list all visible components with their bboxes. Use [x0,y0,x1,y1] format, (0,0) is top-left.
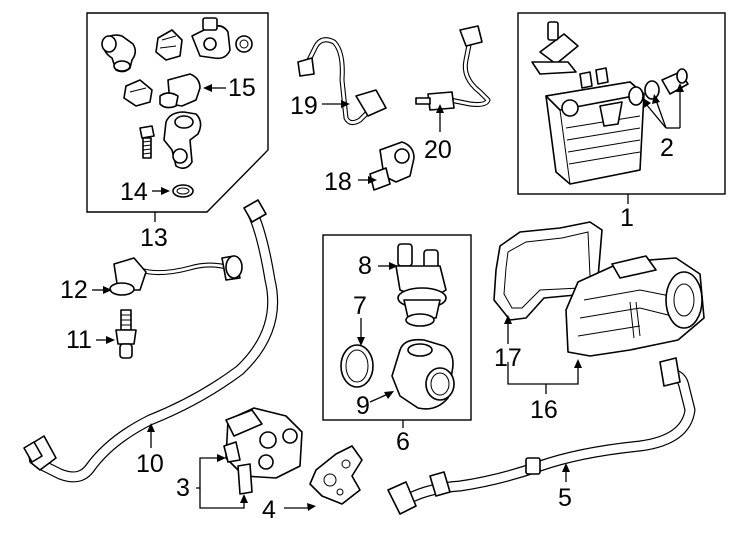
callout-1: 1 [620,204,634,232]
callout-8: 8 [358,252,372,280]
callout-9: 9 [356,392,370,420]
callout-12: 12 [60,276,88,304]
callout-18: 18 [324,168,352,196]
group-1-frame [517,12,726,195]
vapor-canister [531,21,689,185]
callout-7: 7 [353,292,367,320]
callout-17: 17 [494,344,522,372]
callout-6: 6 [396,428,410,456]
sensor-18 [369,141,415,191]
callout-4: 4 [262,496,276,524]
hose-10 [23,199,279,483]
sensor-19 [297,37,387,126]
group-6-frame [322,234,472,421]
callout-16: 16 [530,396,558,424]
callout-3: 3 [176,474,190,502]
gasket-4 [309,445,363,505]
thermostat-parts [340,243,455,410]
hose-12 [109,255,243,296]
sensor-11 [115,309,137,359]
hose-5 [387,357,696,515]
group-13-parts [101,17,253,198]
callout-15: 15 [228,74,256,102]
sensor-20 [415,25,491,111]
callout-14: 14 [120,178,148,206]
callout-numbers: 1 2 3 4 5 6 7 8 9 10 11 12 13 14 15 16 1… [60,74,674,524]
callout-11: 11 [66,326,92,354]
callout-13: 13 [140,224,168,252]
leader-lines [92,83,684,511]
callout-2: 2 [660,134,674,162]
group-13-frame [86,12,269,213]
callout-10: 10 [136,450,164,478]
callout-5: 5 [558,484,572,512]
valve-3 [223,407,303,495]
callout-20: 20 [424,136,452,164]
egr-cooler [493,221,705,357]
callout-19: 19 [290,92,318,120]
